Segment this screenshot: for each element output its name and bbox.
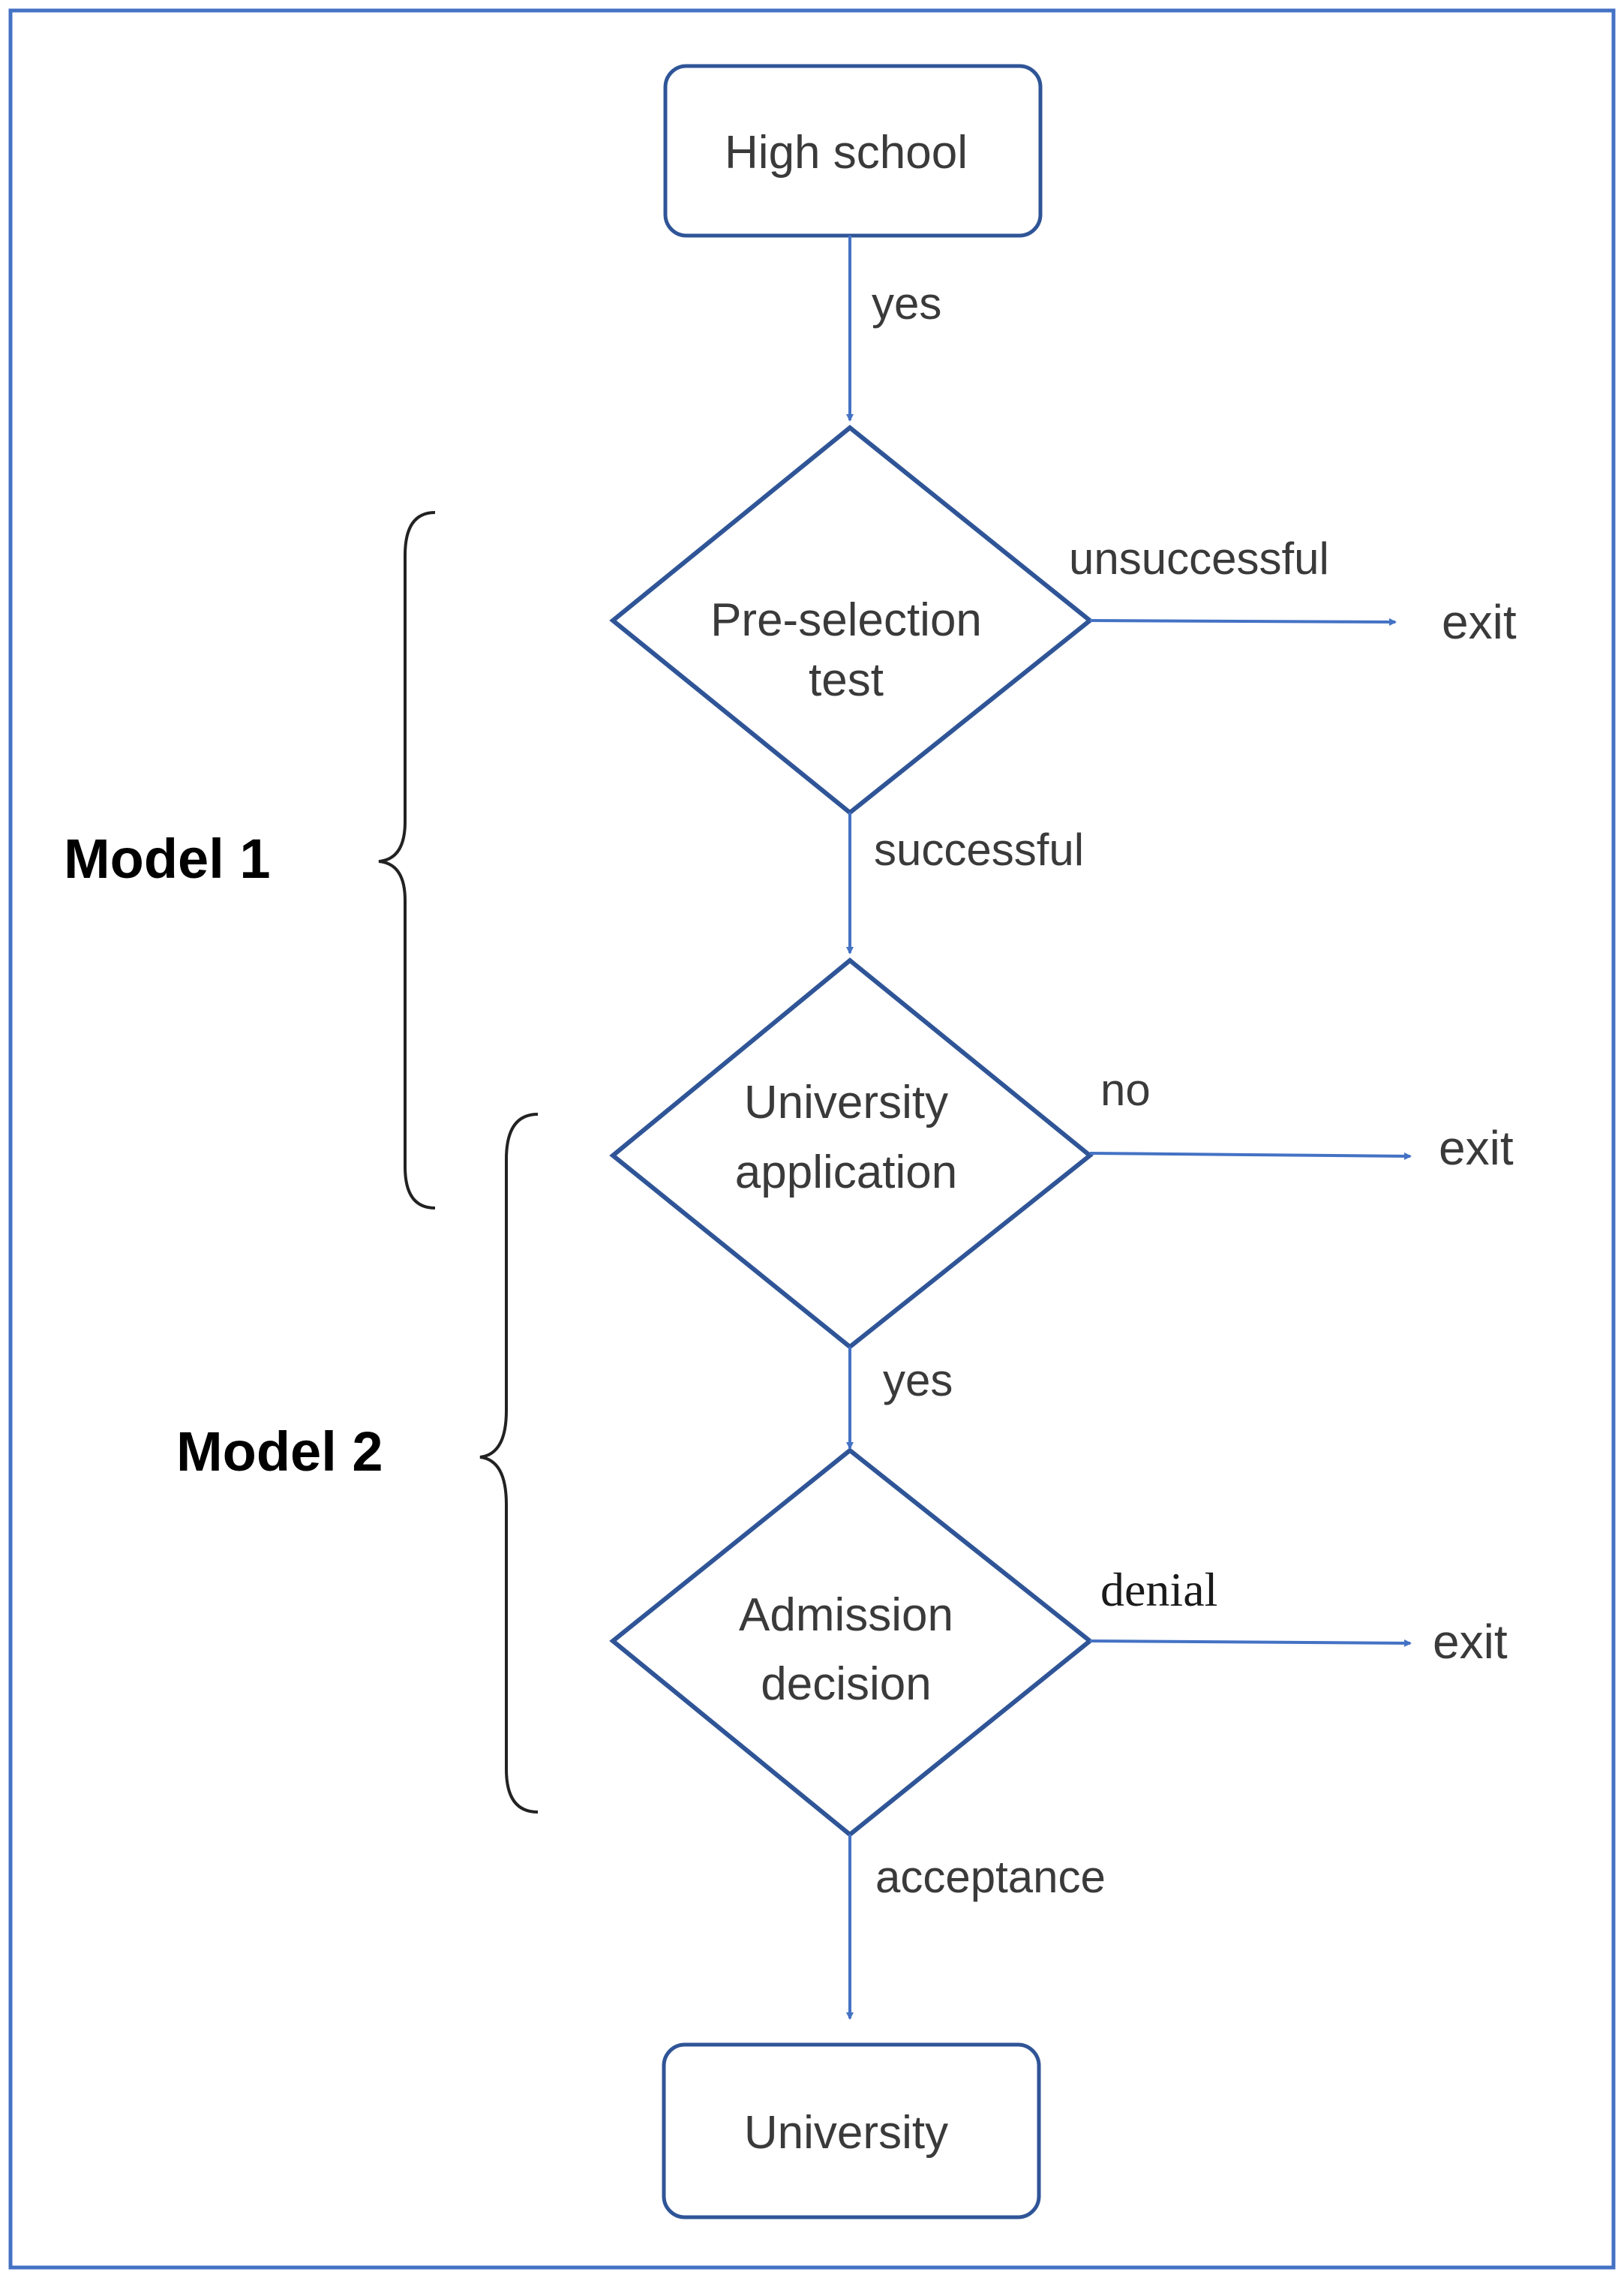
model1-label: Model 1 xyxy=(64,828,270,890)
model1-brace xyxy=(378,511,436,1210)
node-admission-label-line2: decision xyxy=(761,1658,931,1710)
node-admission-label-line1: Admission xyxy=(739,1589,953,1641)
exit-label-3: exit xyxy=(1433,1615,1508,1669)
node-university-box xyxy=(662,2042,1041,2219)
arrow-preselection-to-exit xyxy=(1089,618,1397,626)
node-university-label: University xyxy=(744,2107,948,2159)
edge-label-no: no xyxy=(1100,1065,1151,1115)
exit-label-1: exit xyxy=(1442,595,1517,649)
exit-label-2: exit xyxy=(1439,1121,1514,1175)
edge-label-yes-2: yes xyxy=(883,1355,953,1405)
node-preselection-label-line2: test xyxy=(809,654,884,706)
model2-label: Model 2 xyxy=(176,1420,383,1483)
edge-label-yes-1: yes xyxy=(872,278,941,329)
edge-label-successful: successful xyxy=(874,825,1084,875)
outer-frame xyxy=(8,8,1616,2270)
model2-brace xyxy=(479,1113,539,1814)
arrow-admission-to-exit xyxy=(1089,1639,1412,1647)
node-high-school-label: High school xyxy=(725,127,968,179)
arrow-application-to-exit xyxy=(1089,1152,1412,1160)
node-application-label-line2: application xyxy=(735,1147,957,1198)
edge-label-denial: denial xyxy=(1100,1563,1217,1616)
node-high-school-box xyxy=(663,64,1043,238)
node-admission-diamond xyxy=(609,1447,1094,1838)
edge-label-unsuccessful: unsuccessful xyxy=(1069,533,1329,584)
node-application-label-line1: University xyxy=(744,1077,948,1128)
edge-label-acceptance: acceptance xyxy=(875,1852,1106,1902)
node-preselection-label-line1: Pre-selection xyxy=(710,594,982,646)
